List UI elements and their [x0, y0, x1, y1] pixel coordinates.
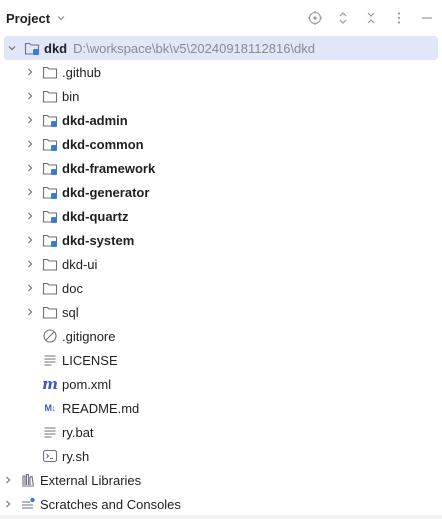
- locate-icon[interactable]: [304, 7, 326, 29]
- bottom-divider: [0, 515, 442, 519]
- tree-item-label: LICENSE: [62, 352, 118, 368]
- tree-item-label: pom.xml: [62, 376, 112, 392]
- tree-item-label: dkd-quartz: [62, 208, 129, 224]
- maven-icon: m: [42, 375, 58, 393]
- tree-item-label: doc: [62, 280, 83, 296]
- text-file-icon: [42, 352, 58, 368]
- tree-item-label: sql: [62, 304, 79, 320]
- tree-item-bin[interactable]: bin: [0, 84, 442, 108]
- chevron-down-icon[interactable]: [56, 13, 66, 23]
- tree-item-label: .github: [62, 64, 102, 80]
- module-folder-icon: [42, 112, 58, 128]
- scratches-icon: [20, 496, 36, 512]
- folder-icon: [42, 256, 58, 272]
- folder-icon: [42, 304, 58, 320]
- tree-item-sql[interactable]: sql: [0, 300, 442, 324]
- chevron-right-icon[interactable]: [24, 108, 36, 132]
- header-actions: [304, 0, 438, 36]
- tool-window-title[interactable]: Project: [6, 10, 51, 26]
- tree-item-dkd-system[interactable]: dkd-system: [0, 228, 442, 252]
- folder-icon: [42, 280, 58, 296]
- tree-item-dkd-ui[interactable]: dkd-ui: [0, 252, 442, 276]
- chevron-right-icon[interactable]: [2, 468, 14, 492]
- tree-item-label: Scratches and Consoles: [40, 496, 181, 512]
- module-folder-icon: [42, 208, 58, 224]
- ignored-file-icon: [42, 328, 58, 344]
- tree-item-scratches-and-consoles[interactable]: Scratches and Consoles: [0, 492, 442, 516]
- tree-item-label: dkd-framework: [62, 160, 156, 176]
- module-folder-icon: [42, 184, 58, 200]
- tree-item-dkd-framework[interactable]: dkd-framework: [0, 156, 442, 180]
- tree-item-ry-bat[interactable]: ry.bat: [0, 420, 442, 444]
- tree-item-dkd-common[interactable]: dkd-common: [0, 132, 442, 156]
- expand-all-icon[interactable]: [332, 7, 354, 29]
- tree-item-dkd-generator[interactable]: dkd-generator: [0, 180, 442, 204]
- tree-item-label: dkd-admin: [62, 112, 128, 128]
- module-folder-icon: [42, 160, 58, 176]
- tree-item-gitignore[interactable]: .gitignore: [0, 324, 442, 348]
- tree-item-pom-xml[interactable]: m pom.xml: [0, 372, 442, 396]
- project-tool-window-header: Project: [0, 0, 442, 36]
- chevron-right-icon[interactable]: [24, 156, 36, 180]
- tree-item-label: dkd-generator: [62, 184, 150, 200]
- module-folder-icon: [42, 232, 58, 248]
- root-name: dkd: [44, 40, 68, 56]
- tree-item-dkd-quartz[interactable]: dkd-quartz: [0, 204, 442, 228]
- folder-icon: [42, 88, 58, 104]
- tree-item-label: bin: [62, 88, 80, 104]
- chevron-right-icon[interactable]: [24, 228, 36, 252]
- project-tree: dkd D:\workspace\bk\v5\20240918112816\dk…: [0, 36, 442, 516]
- tree-item-readme-md[interactable]: M↓ README.md: [0, 396, 442, 420]
- tree-root-dkd[interactable]: dkd D:\workspace\bk\v5\20240918112816\dk…: [4, 36, 438, 60]
- chevron-right-icon[interactable]: [24, 84, 36, 108]
- tree-item-label: External Libraries: [40, 472, 142, 488]
- text-file-icon: [42, 424, 58, 440]
- module-folder-icon: [24, 40, 40, 56]
- tree-item-label: .gitignore: [62, 328, 116, 344]
- tree-item-label: dkd-common: [62, 136, 144, 152]
- tree-item-label: dkd-system: [62, 232, 135, 248]
- chevron-down-icon[interactable]: [6, 36, 18, 60]
- chevron-right-icon[interactable]: [24, 276, 36, 300]
- library-icon: [20, 472, 36, 488]
- collapse-all-icon[interactable]: [360, 7, 382, 29]
- shell-script-icon: [42, 448, 58, 464]
- hide-icon[interactable]: [416, 7, 438, 29]
- tree-item-label: ry.bat: [62, 424, 94, 440]
- module-folder-icon: [42, 136, 58, 152]
- tree-item-label: dkd-ui: [62, 256, 98, 272]
- chevron-right-icon[interactable]: [24, 252, 36, 276]
- markdown-icon: M↓: [44, 403, 57, 413]
- tree-item-doc[interactable]: doc: [0, 276, 442, 300]
- tree-item-label: ry.sh: [62, 448, 90, 464]
- root-path: D:\workspace\bk\v5\20240918112816\dkd: [73, 40, 315, 56]
- chevron-right-icon[interactable]: [24, 300, 36, 324]
- tree-item-github[interactable]: .github: [0, 60, 442, 84]
- tree-item-label: README.md: [62, 400, 140, 416]
- chevron-right-icon[interactable]: [24, 132, 36, 156]
- chevron-right-icon[interactable]: [24, 180, 36, 204]
- chevron-right-icon[interactable]: [24, 60, 36, 84]
- chevron-right-icon[interactable]: [2, 492, 14, 516]
- tree-item-ry-sh[interactable]: ry.sh: [0, 444, 442, 468]
- tree-item-license[interactable]: LICENSE: [0, 348, 442, 372]
- folder-icon: [42, 64, 58, 80]
- chevron-right-icon[interactable]: [24, 204, 36, 228]
- tree-item-external-libraries[interactable]: External Libraries: [0, 468, 442, 492]
- tree-item-dkd-admin[interactable]: dkd-admin: [0, 108, 442, 132]
- more-icon[interactable]: [388, 7, 410, 29]
